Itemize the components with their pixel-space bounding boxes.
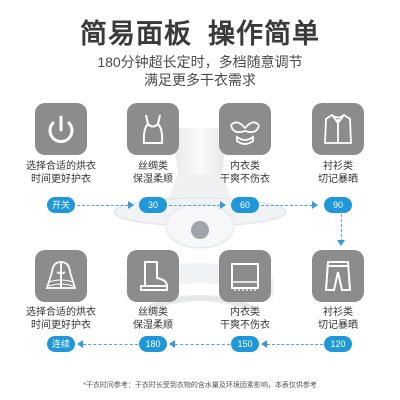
arrow-line bbox=[169, 205, 225, 206]
arrow-line-vertical bbox=[341, 214, 342, 242]
boot-icon bbox=[127, 250, 179, 302]
row2-label-1-line2: 时间更好护衣 bbox=[31, 320, 91, 331]
arrow-line bbox=[261, 205, 317, 206]
row2-label-4: 衬衫类 切记暴晒 bbox=[293, 306, 383, 332]
row2-label-3-line1: 内衣类 bbox=[230, 307, 260, 318]
bra-icon bbox=[219, 103, 271, 155]
arrow-line bbox=[77, 205, 133, 206]
row1-label-2-line1: 丝绸类 bbox=[138, 161, 168, 172]
arrow-left-icon bbox=[261, 340, 267, 348]
row1-label-3: 内衣类 干爽不伤衣 bbox=[200, 160, 290, 186]
step-90-button[interactable]: 90 bbox=[324, 197, 352, 213]
row1-label-3-line2: 干爽不伤衣 bbox=[220, 174, 270, 185]
towel-icon bbox=[219, 250, 271, 302]
page-title: 简易面板操作简单 bbox=[0, 12, 400, 51]
row1-label-2: 丝绸类 保湿柔顺 bbox=[108, 160, 198, 186]
row2-label-3: 内衣类 干爽不伤衣 bbox=[200, 306, 290, 332]
arrow-right-icon bbox=[312, 201, 318, 209]
row2-label-1-line1: 选择合适的烘衣 bbox=[26, 307, 96, 318]
arrow-left-icon bbox=[169, 340, 175, 348]
title-left: 简易面板 bbox=[80, 19, 192, 49]
arrow-down-icon bbox=[337, 240, 345, 246]
step-150-button[interactable]: 150 bbox=[231, 336, 259, 352]
row2-label-4-line2: 切记暴晒 bbox=[318, 320, 358, 331]
arrow-line bbox=[175, 344, 230, 345]
row1-label-3-line1: 内衣类 bbox=[230, 161, 260, 172]
arrow-line bbox=[83, 344, 138, 345]
row1-label-2-line2: 保湿柔顺 bbox=[133, 174, 173, 185]
pants-icon bbox=[312, 250, 364, 302]
row2-label-2-line1: 丝绸类 bbox=[138, 307, 168, 318]
row2-label-3-line2: 干爽不伤衣 bbox=[220, 320, 270, 331]
step-60-button[interactable]: 60 bbox=[231, 197, 259, 213]
row1-label-4: 衬衫类 切记暴晒 bbox=[293, 160, 383, 186]
row1-label-1-line2: 时间更好护衣 bbox=[31, 174, 91, 185]
footnote: *干衣时间参考：干衣时长受到衣物的含水量及环境因素影响，本表仅供参考 bbox=[83, 382, 317, 389]
shirt-icon bbox=[312, 103, 364, 155]
step-power-button[interactable]: 开关 bbox=[47, 197, 75, 213]
row2-label-4-line1: 衬衫类 bbox=[323, 307, 353, 318]
subtitle-line2: 满足更多干衣需求 bbox=[144, 72, 256, 88]
step-30-button[interactable]: 30 bbox=[139, 197, 167, 213]
camisole-icon bbox=[127, 103, 179, 155]
step-continuous-button[interactable]: 连续 bbox=[47, 336, 75, 352]
title-right: 操作简单 bbox=[208, 19, 320, 49]
coat-icon bbox=[35, 250, 87, 302]
row2-label-2: 丝绸类 保湿柔顺 bbox=[108, 306, 198, 332]
step-180-button[interactable]: 180 bbox=[139, 336, 167, 352]
subtitle-line1: 180分钟超长定时，多档随意调节 bbox=[97, 54, 303, 70]
arrow-right-icon bbox=[128, 201, 134, 209]
power-icon bbox=[35, 103, 87, 155]
row1-label-4-line2: 切记暴晒 bbox=[318, 174, 358, 185]
row1-label-4-line1: 衬衫类 bbox=[323, 161, 353, 172]
step-120-button[interactable]: 120 bbox=[324, 336, 352, 352]
arrow-right-icon bbox=[220, 201, 226, 209]
row1-label-1: 选择合适的烘衣 时间更好护衣 bbox=[16, 160, 106, 186]
arrow-line bbox=[267, 344, 323, 345]
row1-label-1-line1: 选择合适的烘衣 bbox=[26, 161, 96, 172]
row2-label-1: 选择合适的烘衣 时间更好护衣 bbox=[16, 306, 106, 332]
row2-label-2-line2: 保湿柔顺 bbox=[133, 320, 173, 331]
arrow-left-icon bbox=[77, 340, 83, 348]
